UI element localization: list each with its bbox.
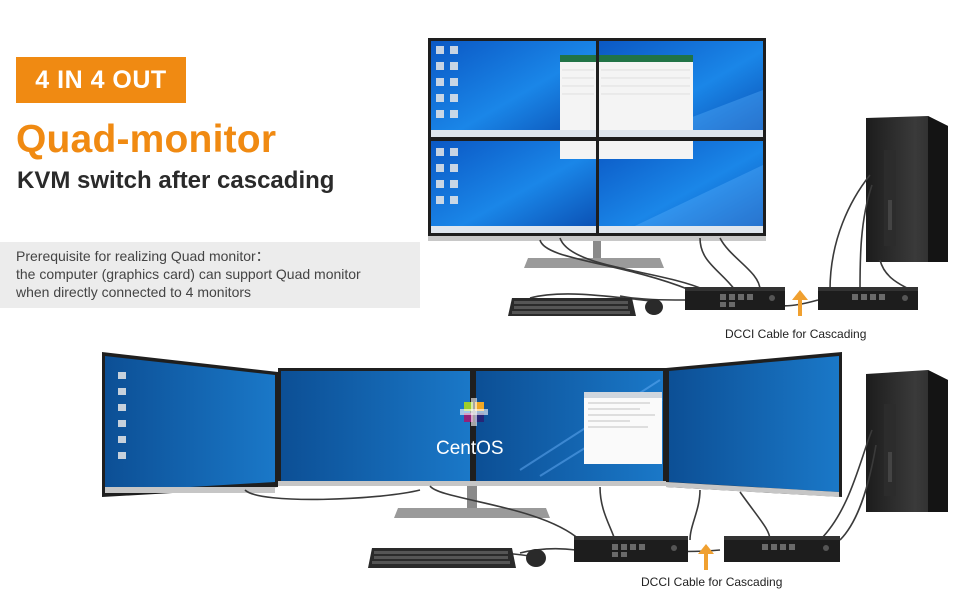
note-line-1: Prerequisite for realizing Quad monitor：	[16, 248, 270, 264]
pc-tower-top	[866, 116, 948, 262]
keyboard-bottom	[368, 548, 516, 568]
mouse-bottom	[526, 549, 546, 567]
mouse-top	[645, 299, 663, 315]
subheadline: KVM switch after cascading	[17, 167, 335, 194]
cables-top	[529, 174, 911, 307]
centos-logo-text: CentOS	[436, 438, 504, 459]
quad-monitor-wall	[428, 38, 766, 268]
four-in-four-out-badge: 4 IN 4 OUT	[16, 57, 186, 103]
note-line-3: when directly connected to 4 monitors	[16, 284, 252, 300]
arrow-up-icon-bottom	[698, 544, 714, 570]
kvm-switch-bottom-left	[574, 536, 688, 562]
headline: Quad-monitor	[16, 118, 277, 161]
cascading-cable-caption-bottom: DCCI Cable for Cascading	[641, 575, 783, 589]
note-line-2: the computer (graphics card) can support…	[16, 266, 361, 282]
prerequisite-note: Prerequisite for realizing Quad monitor：…	[0, 242, 420, 308]
kvm-switch-top-right	[818, 287, 918, 310]
cascading-cable-caption-top: DCCI Cable for Cascading	[725, 327, 867, 341]
pc-tower-bottom	[866, 370, 948, 512]
keyboard-top	[508, 298, 636, 316]
arrow-up-icon-top	[792, 290, 808, 316]
kvm-switch-bottom-right	[724, 536, 840, 562]
horizontal-monitor-row: CentOS	[102, 352, 842, 518]
centos-logo-icon	[460, 398, 488, 426]
kvm-switch-top-left	[685, 287, 785, 310]
